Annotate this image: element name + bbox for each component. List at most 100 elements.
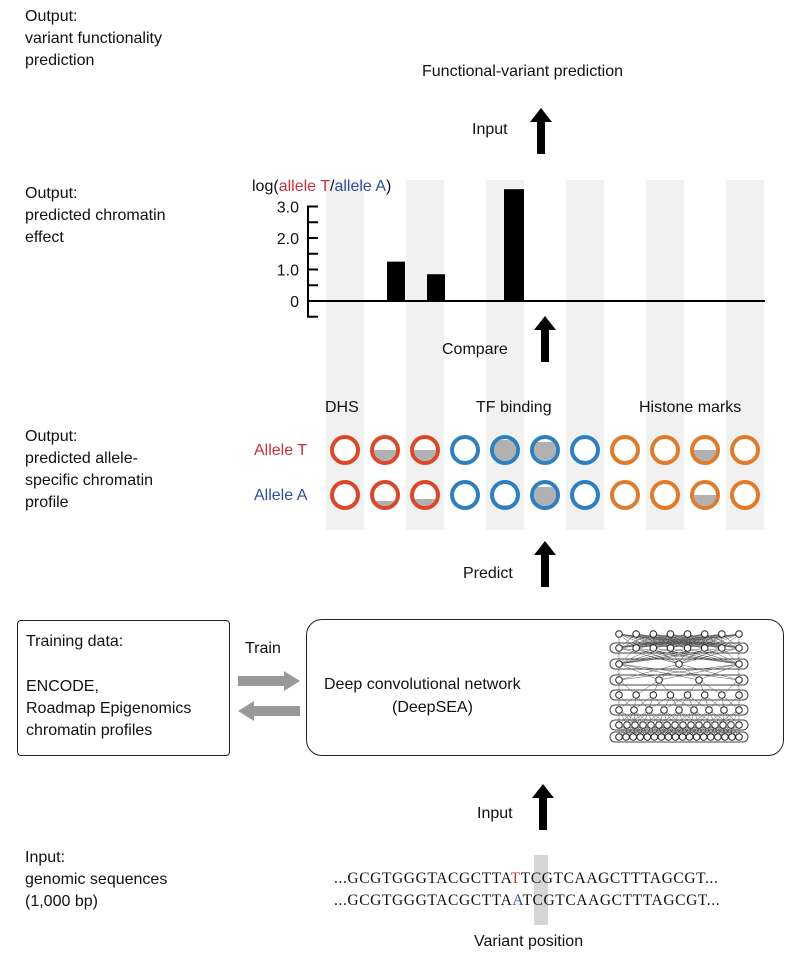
nn-part [658, 663, 740, 681]
profile-circle-allele_t-4 [490, 435, 520, 465]
nn-part [632, 644, 640, 652]
nn-part [679, 721, 687, 729]
nn-part [698, 679, 722, 696]
nn-part [728, 733, 736, 741]
nn-part [650, 733, 659, 741]
nn-part [693, 709, 716, 726]
nn-part [658, 709, 680, 726]
nn-part [618, 663, 700, 681]
nn-part [666, 691, 675, 699]
predict-label: Predict [463, 565, 513, 582]
nn-part [706, 733, 715, 741]
nn-part [678, 647, 705, 665]
nn-part [735, 660, 743, 668]
up-arrow-icon [534, 541, 556, 587]
profile-fill [694, 495, 716, 506]
row-label-allele-t: Allele T [254, 442, 308, 459]
label-variant-functionality: Output: variant functionality prediction [25, 8, 162, 69]
nn-part [648, 709, 668, 726]
profile-fill [494, 440, 516, 461]
nn-part [735, 691, 743, 699]
functional-variant-title: Functional-variant prediction [422, 63, 623, 80]
column-stripe [726, 180, 764, 530]
nn-part [710, 724, 732, 738]
nn-part [615, 676, 623, 684]
profile-circle-allele_t-3 [450, 435, 480, 465]
nn-part [622, 733, 630, 741]
nn-part [727, 721, 735, 729]
column-stripe [406, 180, 444, 530]
nn-part [704, 633, 740, 649]
chart-title-prefix: log( [252, 178, 279, 195]
nn-part [692, 733, 701, 741]
train-left-arrow-icon [238, 701, 300, 721]
profile-fill [374, 500, 396, 506]
nn-part [735, 676, 743, 684]
up-arrow-icon [532, 784, 554, 830]
nn-part [615, 706, 623, 714]
nn-part [699, 733, 708, 741]
row-label-allele-a: Allele A [254, 487, 308, 504]
profile-fill [534, 487, 556, 506]
nn-part [666, 630, 675, 638]
profile-fill [414, 499, 436, 506]
nn-part [664, 733, 673, 741]
sequence-allele-t: ...GCGTGGGTACGCTTATTCGTCAAGCTTTAGCGT... [334, 870, 719, 888]
profile-fill [494, 504, 516, 506]
column-stripe [566, 180, 604, 530]
nn-part [670, 633, 740, 649]
chart-title-slash: / [329, 178, 335, 195]
nn-part [683, 644, 692, 652]
nn-part [618, 633, 671, 649]
nn-part [675, 660, 683, 668]
network-subtitle: (DeepSEA) [392, 699, 473, 716]
nn-part [735, 644, 743, 652]
nn-part [647, 721, 655, 729]
nn-part [698, 663, 740, 681]
nn-part [649, 644, 658, 652]
nn-part [708, 709, 732, 726]
variant-base-a: A [512, 892, 523, 909]
network-title: Deep convolutional network [324, 676, 521, 693]
up-arrow-icon [530, 108, 552, 154]
nn-part [645, 706, 653, 714]
label-allele-profile: Output: predicted allele- specific chrom… [25, 428, 154, 511]
profile-circle-allele_a-4 [490, 480, 520, 510]
nn-part [714, 709, 740, 726]
seq-prefix: ...GCGTGGGTACGCTTA [334, 870, 511, 887]
nn-part [647, 724, 668, 738]
sequence-allele-a: ...GCGTGGGTACGCTTAATCGTCAAGCTTTAGCGT... [334, 892, 720, 910]
variant-position-highlight [534, 855, 548, 925]
nn-part [735, 721, 743, 729]
chart-title-allele-t: allele T [278, 178, 330, 195]
train-label: Train [245, 640, 281, 657]
nn-part [615, 733, 623, 741]
nn-part [615, 644, 623, 652]
profile-circle-allele_t-8 [650, 435, 680, 465]
chart-title: log(allele T/allele A) [252, 154, 391, 198]
training-data-sources: ENCODE, Roadmap Epigenomics chromatin pr… [26, 678, 192, 739]
nn-part [609, 674, 749, 686]
profile-circle-allele_a-0 [330, 480, 360, 510]
training-data-title: Training data: [26, 633, 124, 650]
nn-part [714, 733, 722, 741]
nn-part [630, 706, 638, 714]
profile-circle-allele_a-7 [610, 480, 640, 510]
nn-part [717, 724, 740, 738]
nn-part [661, 724, 684, 738]
nn-part [636, 647, 680, 665]
nn-part [632, 630, 640, 638]
bar-DHS-2 [387, 261, 405, 301]
nn-part [642, 709, 665, 726]
profile-circle-allele_t-1 [370, 435, 400, 465]
nn-part [623, 721, 631, 729]
nn-part [618, 724, 641, 738]
variant-base-t: T [510, 870, 521, 887]
nn-part [718, 691, 726, 699]
nn-part [690, 709, 710, 726]
nn-part [690, 706, 698, 714]
nn-part [678, 663, 700, 681]
nn-part [721, 733, 729, 741]
nn-part [663, 721, 671, 729]
nn-part [658, 663, 680, 681]
